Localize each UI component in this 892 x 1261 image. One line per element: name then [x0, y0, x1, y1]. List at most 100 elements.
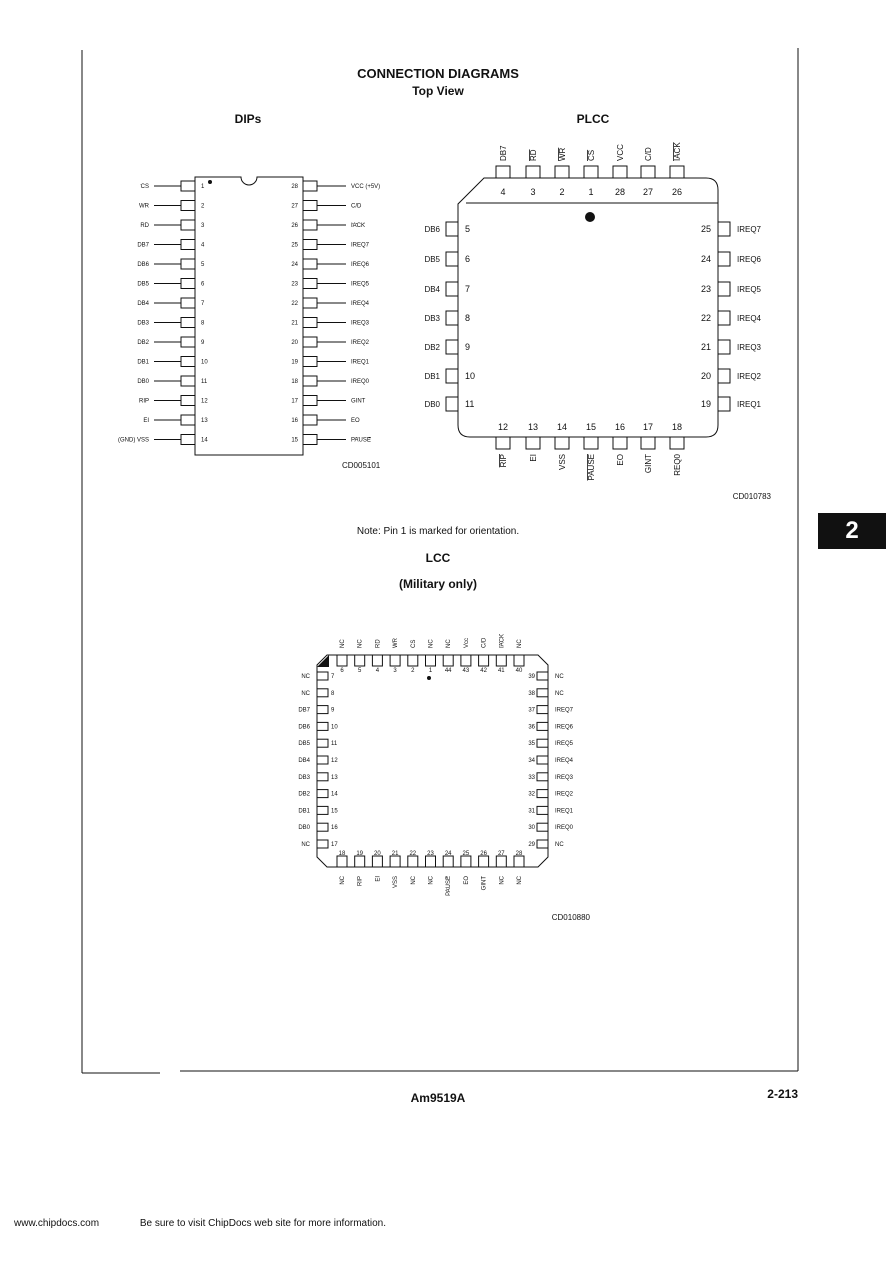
- lcc-pin-number: 6: [340, 668, 344, 674]
- dip-pin-pad: [302, 395, 318, 406]
- plcc-pin-number: 14: [557, 422, 567, 432]
- dip-label: DIPs: [235, 112, 262, 126]
- dip-pin-pad: [302, 239, 318, 250]
- plcc-pin-pad: [640, 436, 656, 450]
- dip-pin-label: IACK: [351, 223, 365, 229]
- lcc-pin-label: IACK: [499, 634, 505, 648]
- dip-pin-label: C/D: [351, 204, 362, 210]
- dip-pin-pad: [180, 200, 196, 211]
- dip-pin-label: DB2: [137, 340, 149, 346]
- dip-pin-label: IREQ0: [351, 379, 370, 385]
- lcc-pin-pad: [316, 822, 329, 832]
- dip-pin-number: 25: [291, 243, 298, 249]
- plcc-pin-pad: [717, 368, 731, 384]
- plcc-pin-label: PAUSE: [587, 454, 596, 481]
- dip-pin-label: DB3: [137, 321, 149, 327]
- dip-pin-label: IREQ4: [351, 301, 370, 307]
- lcc-pin-pad: [536, 688, 549, 698]
- lcc-pin-pad: [316, 688, 329, 698]
- plcc-pin-label: IREQ3: [737, 343, 762, 352]
- dip-pin-pad: [180, 434, 196, 445]
- dip-pin1-dot: [208, 180, 212, 184]
- lcc-pin-pad: [495, 855, 507, 868]
- lcc-package: NC6NC5RD4WR3CS2NC1NC44Vcc43C/D42IACK41NC…: [298, 634, 590, 922]
- plcc-pin-label: DB0: [424, 400, 440, 409]
- plcc-pin-pad: [717, 339, 731, 355]
- plcc-pin-pad: [495, 436, 511, 450]
- plcc-pin-label: DB2: [424, 343, 440, 352]
- plcc-pin-pad: [583, 436, 599, 450]
- dip-pin-number: 3: [201, 223, 205, 229]
- dip-pin-label: IREQ6: [351, 262, 370, 268]
- lcc-pin-label: NC: [499, 875, 505, 884]
- plcc-pin-pad: [445, 251, 459, 267]
- lcc-pin-number: 37: [528, 708, 535, 714]
- dip-pin-number: 21: [291, 321, 298, 327]
- lcc-pin-pad: [536, 738, 549, 748]
- lcc-pin-label: RIP: [358, 876, 364, 886]
- plcc-pin-number: 13: [528, 422, 538, 432]
- dip-pin-label: IREQ7: [351, 243, 370, 249]
- lcc-pin-number: 3: [393, 668, 397, 674]
- lcc-pin-label: NC: [340, 875, 346, 884]
- lcc-pin-pad: [536, 755, 549, 765]
- lcc-pin-number: 31: [528, 808, 535, 814]
- lcc-pin-number: 36: [528, 724, 535, 730]
- lcc-pin-number: 44: [445, 668, 452, 674]
- plcc-pin-number: 4: [500, 187, 505, 197]
- dip-pin-pad: [180, 395, 196, 406]
- plcc-pin-number: 1: [588, 187, 593, 197]
- dip-body: [194, 176, 304, 456]
- dip-pin-pad: [180, 180, 196, 192]
- plcc-pin-number: 11: [465, 399, 474, 409]
- lcc-pin-number: 23: [427, 851, 434, 857]
- plcc-pin-pad: [554, 436, 570, 450]
- plcc-figure-code: CD010783: [733, 492, 772, 501]
- dip-pin-label: IREQ5: [351, 282, 370, 288]
- plcc-pin-label: IREQ2: [737, 372, 762, 381]
- lcc-pin-pad: [495, 654, 507, 667]
- lcc-pin-label: IREQ0: [555, 825, 574, 831]
- lcc-pin-number: 9: [331, 708, 335, 714]
- dip-pin-label: DB7: [137, 243, 149, 249]
- plcc-pin-number: 5: [465, 224, 470, 234]
- lcc-pin-pad: [536, 721, 549, 731]
- plcc-pin-pad: [525, 436, 541, 450]
- lcc-pin-pad: [316, 772, 329, 782]
- lcc-pin-label: EI: [375, 876, 381, 882]
- lcc-pin-pad: [336, 654, 348, 667]
- dip-pin-number: 4: [201, 243, 205, 249]
- plcc-pin-number: 28: [615, 187, 625, 197]
- dip-pin-number: 1: [201, 184, 205, 190]
- lcc-pin-pad: [316, 671, 329, 681]
- plcc-pin-label: IREQ4: [737, 314, 762, 323]
- dip-pin-pad: [180, 336, 196, 348]
- plcc-pin-pad: [554, 165, 570, 179]
- dip-pin-pad: [180, 278, 196, 289]
- plcc-pin-pad: [445, 396, 459, 412]
- plcc-pin-label: CS: [587, 150, 596, 161]
- dip-pin-pad: [302, 219, 318, 231]
- plcc-pin-pad: [717, 281, 731, 297]
- footer-site-link[interactable]: www.chipdocs.com: [14, 1218, 100, 1229]
- lcc-pin-label: NC: [301, 842, 310, 848]
- plcc-pin-number: 23: [701, 284, 711, 294]
- dip-pin-label: DB4: [137, 301, 149, 307]
- plcc-pin-label: IREQ7: [737, 225, 762, 234]
- lcc-pin-label: CS: [411, 640, 417, 648]
- dip-pin-pad: [302, 375, 318, 387]
- dip-pin-pad: [302, 200, 318, 211]
- diagram-title: CONNECTION DIAGRAMS: [357, 66, 519, 81]
- lcc-pin-label: DB3: [298, 775, 310, 781]
- lcc-pin-number: 42: [480, 668, 487, 674]
- lcc-pin-pad: [442, 855, 454, 868]
- dip-pin-number: 12: [201, 399, 208, 405]
- lcc-pin-number: 10: [331, 724, 338, 730]
- dip-pin-pad: [302, 434, 318, 445]
- lcc-pin-pad: [536, 789, 549, 799]
- plcc-pin-label: DB3: [424, 314, 440, 323]
- dip-pin-pad: [302, 317, 318, 328]
- plcc-pin-label: EO: [616, 454, 625, 466]
- dip-pin-pad: [302, 356, 318, 367]
- plcc-pin-pad: [445, 310, 459, 326]
